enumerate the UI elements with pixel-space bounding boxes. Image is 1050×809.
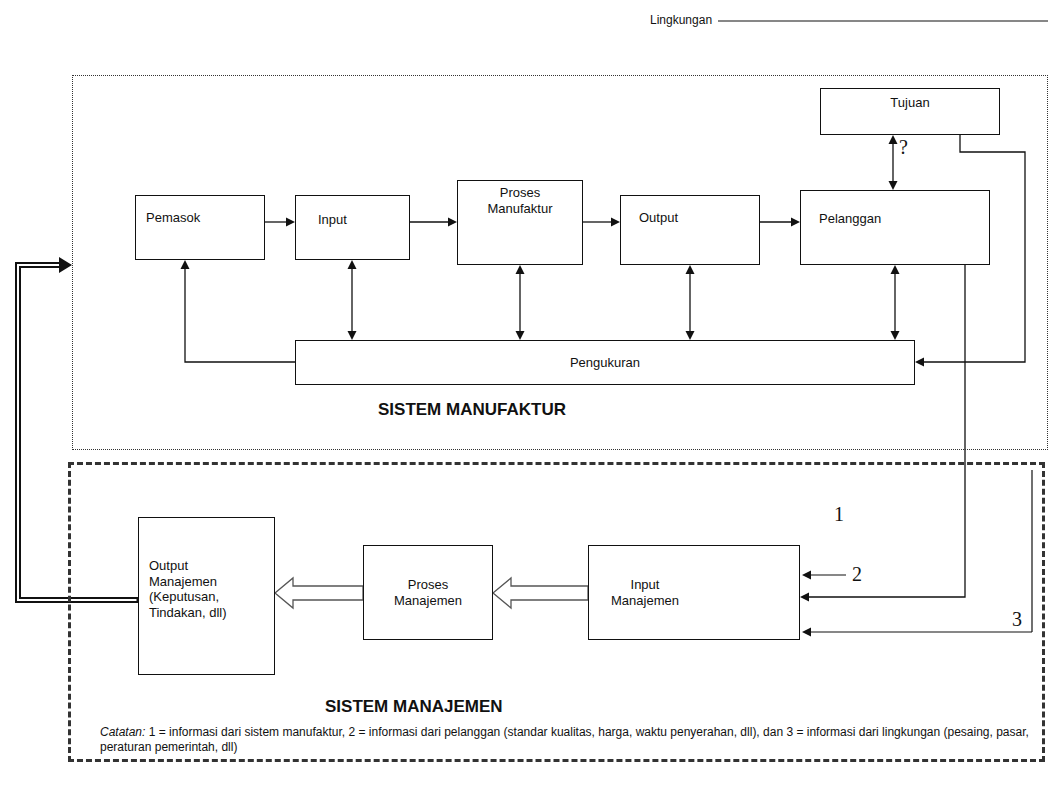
node-text: Output Manajemen (Keputusan, Tindakan, d… — [149, 558, 244, 620]
callout-arrow — [802, 571, 846, 580]
note-paragraph: Catatan: 1 = informasi dari sistem manuf… — [100, 725, 1030, 755]
callout-number: 2 — [852, 563, 862, 585]
connector-arrow — [516, 265, 525, 340]
process-box: Input Manajemen — [588, 545, 800, 640]
node-text: Input Manajemen — [605, 577, 685, 608]
node-text: Proses Manufaktur — [480, 185, 560, 216]
process-box: Proses Manufaktur — [457, 180, 583, 265]
environment-label: Lingkungan — [650, 14, 712, 27]
environment-arrow — [802, 470, 1032, 637]
process-box: Pemasok — [135, 195, 265, 260]
connector-arrow — [410, 218, 457, 227]
node-text: Tujuan — [890, 95, 929, 111]
node-text: Pelanggan — [819, 211, 881, 227]
node-text: Input — [318, 212, 347, 228]
note-heading: Catatan: — [100, 725, 145, 739]
node-text: Pengukuran — [570, 355, 640, 371]
process-box: Output — [620, 195, 760, 265]
connector-arrow — [800, 265, 965, 602]
node-text: Output — [639, 210, 678, 226]
node-text: Pemasok — [146, 210, 200, 226]
process-box: Input — [295, 195, 410, 260]
double-line-arrow — [18, 257, 138, 600]
connector-arrow — [348, 260, 357, 340]
goal-box: Tujuan — [820, 88, 1000, 135]
connector-arrow — [181, 260, 296, 362]
edge-label: ? — [899, 136, 908, 158]
connector-arrow — [891, 265, 900, 340]
node-text: Proses Manajemen — [388, 577, 468, 608]
callout-number: 1 — [834, 503, 844, 525]
note-text: 1 = informasi dari sistem manufaktur, 2 … — [100, 725, 1029, 754]
environment-line — [718, 20, 1048, 21]
system-region: SISTEM MANUFAKTUR TujuanPemasok Input Prose… — [72, 75, 1048, 450]
hollow-arrow — [275, 578, 363, 608]
hollow-arrow — [493, 578, 588, 608]
system-region: Catatan: 1 = informasi dari sistem manuf… — [68, 462, 1045, 762]
connector-arrow — [583, 218, 620, 227]
process-box: Pelanggan — [800, 190, 990, 265]
measurement-bar: Pengukuran — [295, 340, 915, 385]
connector-arrow — [760, 218, 800, 227]
region-title: SISTEM MANAJEMEN — [325, 697, 503, 717]
region-title: SISTEM MANUFAKTUR — [378, 400, 566, 420]
process-box: Proses Manajemen — [363, 545, 493, 640]
connector-arrow — [915, 135, 1025, 367]
process-box: Output Manajemen (Keputusan, Tindakan, d… — [138, 517, 275, 675]
callout-number: 3 — [1012, 608, 1022, 630]
connector-arrow — [889, 135, 898, 190]
connector-arrow — [265, 218, 295, 227]
connector-arrow — [686, 265, 695, 340]
